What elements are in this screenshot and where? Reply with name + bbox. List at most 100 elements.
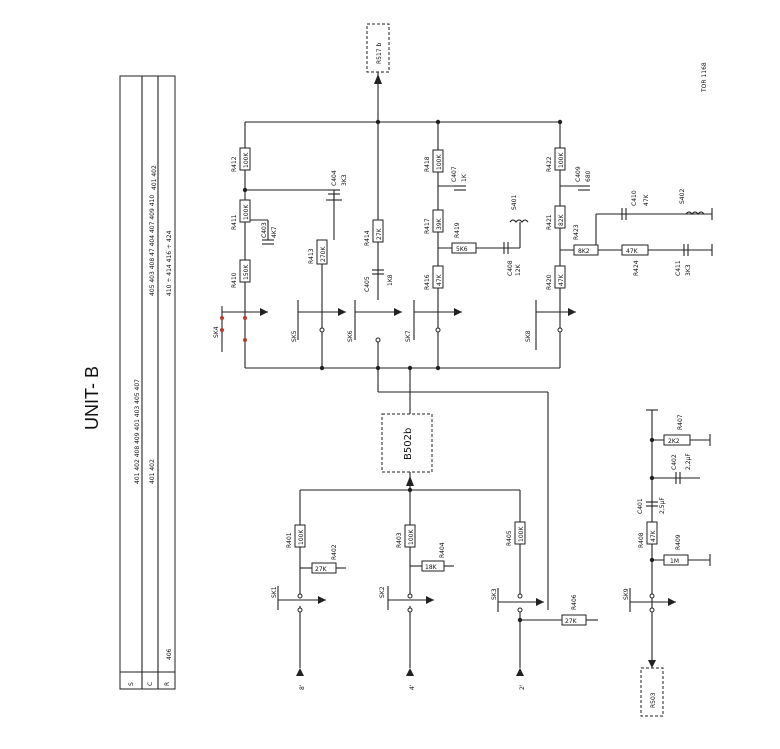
svg-text:1K: 1K [461, 173, 468, 182]
svg-text:C407: C407 [451, 166, 458, 182]
svg-text:SK2: SK2 [379, 586, 386, 598]
resistor-r418: 100K R418 [424, 149, 444, 173]
resistor-r416: 47K R416 [424, 265, 444, 290]
svg-text:2': 2' [519, 684, 526, 690]
svg-text:12K: 12K [515, 263, 522, 276]
capacitor-c404: C404 3K3 [326, 170, 348, 201]
svg-text:SK4: SK4 [213, 326, 220, 338]
resistor-r403: 100K R403 [396, 524, 416, 548]
svg-text:SK5: SK5 [291, 330, 298, 342]
switch-sk4: SK4 [213, 306, 268, 368]
svg-text:150K: 150K [243, 264, 250, 280]
table-s-line2: 401 402 [149, 459, 156, 484]
svg-text:82K: 82K [558, 213, 565, 226]
switch-sk1: SK1 8' [271, 580, 326, 690]
svg-text:3K3: 3K3 [341, 174, 348, 186]
resistor-r405: 100K R405 [506, 521, 526, 546]
svg-text:47K: 47K [643, 193, 650, 206]
table-c-line1: 405 403 408 47 404 407 409 410 [149, 195, 156, 296]
svg-text:S402: S402 [679, 189, 686, 204]
switch-sk6: SK6 [347, 300, 402, 343]
capacitor-c402: C402 2,2µF [671, 453, 692, 484]
inductor-s401: S401 [509, 195, 529, 248]
svg-text:SK1: SK1 [271, 586, 278, 598]
resistor-r423: 8K2 R423 [573, 224, 599, 256]
svg-text:18K: 18K [425, 564, 438, 571]
svg-text:R422: R422 [546, 156, 553, 172]
svg-text:R405: R405 [506, 530, 513, 546]
table-c-line2: 401 402 408 409 401 403 405 407 [134, 379, 141, 484]
svg-text:3K3: 3K3 [685, 264, 692, 276]
svg-text:47K: 47K [626, 248, 639, 255]
table-frame [119, 75, 176, 690]
svg-text:270K: 270K [320, 246, 327, 262]
inductor-s402: S402 [679, 189, 705, 215]
table-key-r: R [164, 682, 171, 686]
svg-text:R412: R412 [231, 156, 238, 172]
svg-text:R423: R423 [573, 224, 580, 240]
table-r-line2: 406 [166, 648, 173, 660]
svg-text:SK9: SK9 [623, 588, 630, 600]
svg-text:SK7: SK7 [405, 330, 412, 342]
svg-text:2,5µF: 2,5µF [659, 497, 666, 514]
svg-text:C403: C403 [261, 222, 268, 238]
svg-text:8': 8' [299, 684, 306, 690]
svg-text:C401: C401 [637, 498, 644, 514]
capacitor-c409: C409 680 [575, 166, 592, 191]
document-code: TOR 1168 [701, 62, 708, 93]
table-key-c: C [147, 682, 154, 686]
resistor-r424: 47K R424 [621, 244, 649, 276]
svg-text:C404: C404 [331, 170, 338, 186]
resistor-r422: 100K R422 [546, 147, 566, 172]
svg-text:R410: R410 [231, 272, 238, 288]
svg-text:100K: 100K [243, 204, 250, 220]
svg-text:8K2: 8K2 [578, 248, 590, 255]
connector-r503: R503 [640, 660, 664, 717]
svg-text:27K: 27K [315, 566, 328, 573]
capacitor-c405: C405 1K8 [364, 269, 394, 292]
capacitor-c411: C411 3K3 [675, 244, 692, 276]
parts-table: S C R 401 402 405 403 408 47 404 407 409… [119, 75, 176, 690]
svg-text:R517 b: R517 b [376, 42, 383, 64]
connector-b502b: B502b [381, 413, 433, 473]
svg-text:100K: 100K [436, 154, 443, 170]
svg-text:R402: R402 [331, 544, 338, 560]
svg-text:R403: R403 [396, 532, 403, 548]
resistor-r419: 5K6 R419 [451, 222, 477, 254]
svg-text:100K: 100K [243, 152, 250, 168]
svg-text:47K: 47K [558, 273, 565, 286]
connector-r517b: R517 b [366, 23, 390, 122]
switch-sk9: SK9 [623, 588, 676, 613]
svg-text:R408: R408 [638, 532, 645, 548]
svg-text:C402: C402 [671, 454, 678, 470]
svg-text:1M: 1M [670, 558, 679, 565]
resistor-r402: 27K R402 [300, 544, 346, 574]
svg-text:47K: 47K [436, 273, 443, 286]
capacitor-c410: C410 47K [621, 190, 650, 220]
svg-text:100K: 100K [558, 152, 565, 168]
svg-text:39K: 39K [436, 217, 443, 230]
svg-text:R424: R424 [633, 260, 640, 276]
resistor-r421: 82K R421 [546, 205, 566, 230]
table-key-s: S [128, 682, 135, 686]
capacitor-c408: C408 12K [503, 242, 522, 276]
svg-text:680: 680 [585, 170, 592, 182]
capacitor-c401: C401 2,5µF [637, 497, 666, 514]
svg-text:2K2: 2K2 [668, 438, 680, 445]
svg-text:27K: 27K [565, 618, 578, 625]
svg-text:C411: C411 [675, 260, 682, 276]
svg-text:R407: R407 [677, 414, 684, 430]
resistor-r409: 1M R409 [663, 534, 689, 566]
svg-text:R420: R420 [546, 274, 553, 290]
resistor-r401: 100K R401 [286, 524, 306, 548]
switch-sk5: SK5 [291, 300, 346, 368]
svg-text:B502b: B502b [403, 428, 414, 460]
switch-sk7: SK7 [405, 300, 462, 368]
svg-text:R413: R413 [308, 248, 315, 264]
resistor-r420: 47K R420 [546, 265, 566, 290]
svg-text:100K: 100K [408, 529, 415, 545]
svg-text:4': 4' [409, 684, 416, 690]
table-s-line1: 401 402 [151, 165, 158, 190]
resistor-r406: 27K R406 [520, 594, 598, 626]
unit-title: UNIT- B [82, 366, 102, 430]
